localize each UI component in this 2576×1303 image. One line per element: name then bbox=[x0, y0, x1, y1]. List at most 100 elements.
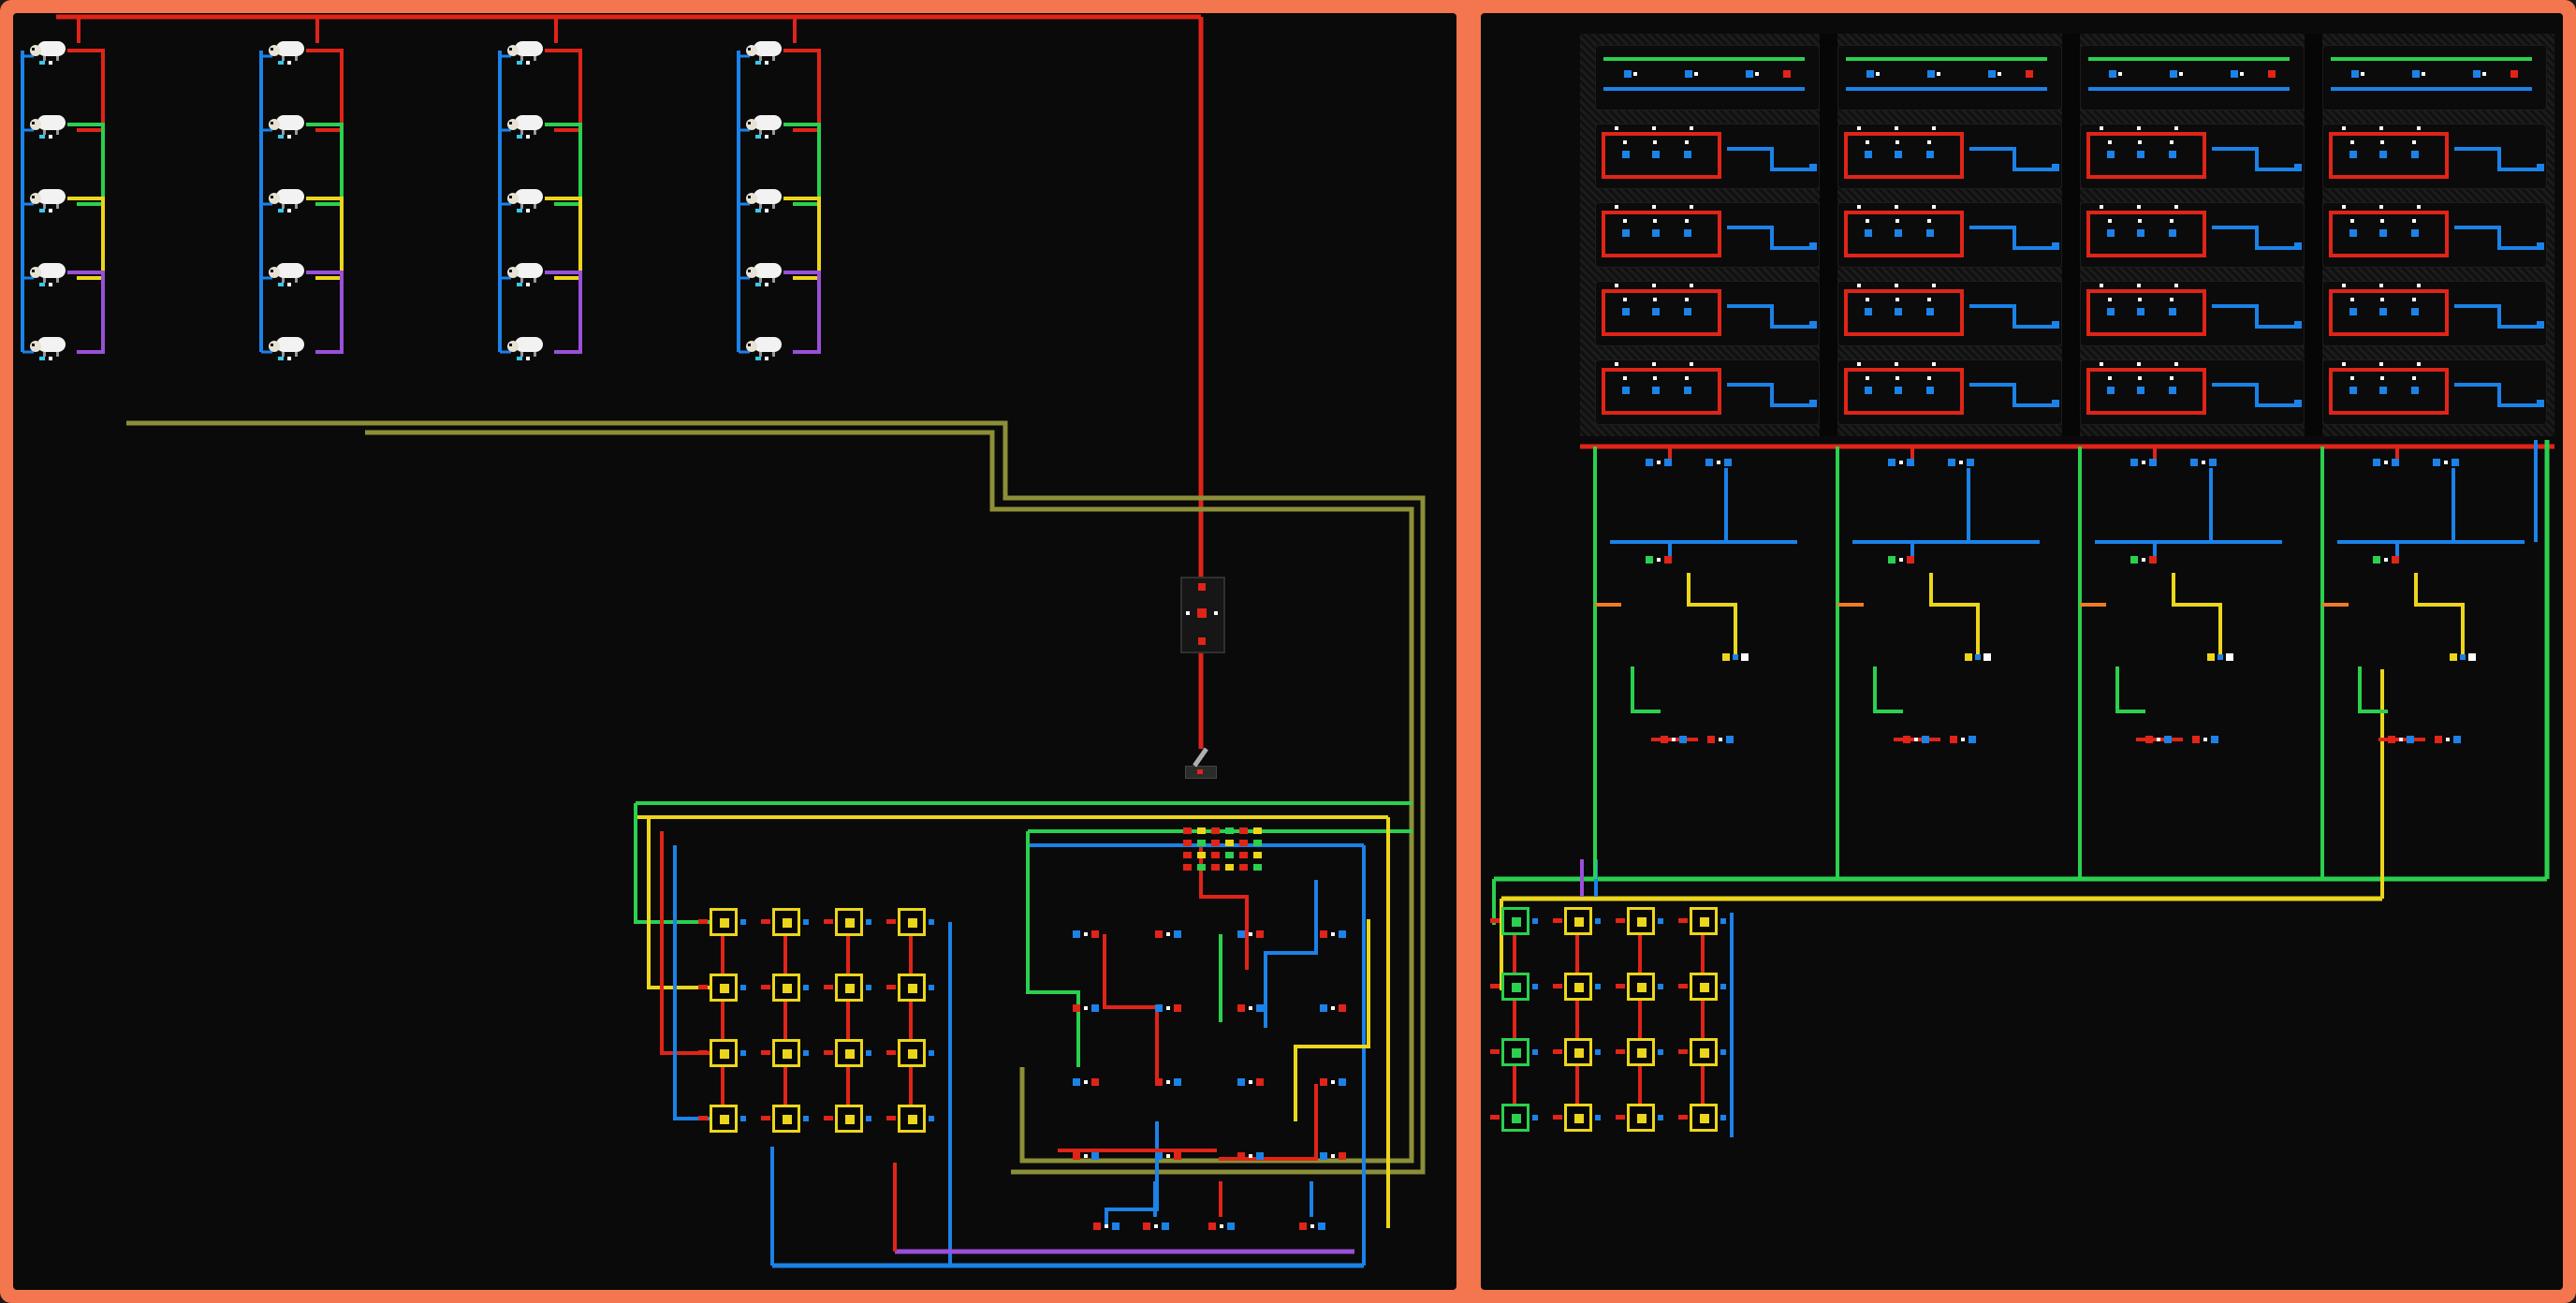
node-component-node[interactable] bbox=[2192, 732, 2220, 747]
cell-blue-trace bbox=[2012, 304, 2016, 329]
node-component-redblue[interactable] bbox=[1320, 1075, 1348, 1090]
cell-dot bbox=[2379, 284, 2383, 287]
sheep-component[interactable] bbox=[269, 335, 310, 361]
sheep-component[interactable] bbox=[269, 187, 310, 213]
node-component-redblue[interactable] bbox=[1155, 1075, 1183, 1090]
node-component-redblue[interactable] bbox=[1073, 1149, 1101, 1164]
node-component-blue[interactable] bbox=[1888, 455, 1916, 470]
sheep-head bbox=[30, 193, 41, 204]
cell-dot bbox=[2138, 140, 2142, 144]
node-component-blue[interactable] bbox=[2373, 455, 2401, 470]
circuit-module-cell[interactable] bbox=[2080, 281, 2305, 346]
circuit-module-cell[interactable] bbox=[1837, 202, 2062, 268]
sheep-component[interactable] bbox=[746, 335, 787, 361]
circuit-module-cell[interactable] bbox=[1837, 45, 2062, 110]
circuit-module-cell[interactable] bbox=[2080, 45, 2305, 110]
node-component-yellow[interactable] bbox=[1722, 650, 1750, 665]
circuit-module-cell[interactable] bbox=[2322, 202, 2547, 268]
sheep-component[interactable] bbox=[30, 261, 71, 287]
circuit-module-cell[interactable] bbox=[1595, 281, 1820, 346]
switch-component[interactable] bbox=[1180, 577, 1225, 653]
sheep-component[interactable] bbox=[746, 261, 787, 287]
node-component-redblue[interactable] bbox=[2145, 732, 2174, 747]
node-component-bluered[interactable] bbox=[1237, 927, 1266, 942]
node-component-blue[interactable] bbox=[1705, 455, 1734, 470]
circuit-module-cell[interactable] bbox=[1595, 124, 1820, 189]
circuit-module-cell[interactable] bbox=[2322, 281, 2547, 346]
node-component-redblue[interactable] bbox=[1143, 1219, 1171, 1234]
sheep-component[interactable] bbox=[507, 113, 549, 139]
node-component-bluered[interactable] bbox=[1320, 1149, 1348, 1164]
node-pip bbox=[1950, 736, 1957, 743]
circuit-module-cell[interactable] bbox=[2080, 202, 2305, 268]
sheep-component[interactable] bbox=[269, 113, 310, 139]
node-component-green[interactable] bbox=[1646, 552, 1674, 567]
circuit-module-cell[interactable] bbox=[2322, 359, 2547, 425]
sheep-component[interactable] bbox=[30, 113, 71, 139]
node-component-yellow[interactable] bbox=[2207, 650, 2235, 665]
node-component-bluered[interactable] bbox=[1073, 1075, 1101, 1090]
circuit-module-cell[interactable] bbox=[1837, 281, 2062, 346]
node-component-green[interactable] bbox=[2130, 552, 2159, 567]
node-component-bluered[interactable] bbox=[1155, 1149, 1183, 1164]
node-component-redblue[interactable] bbox=[1320, 927, 1348, 942]
node-component-redblue[interactable] bbox=[1661, 732, 1689, 747]
sheep-leg bbox=[295, 204, 298, 209]
node-component-node[interactable] bbox=[2435, 732, 2463, 747]
circuit-module-cell[interactable] bbox=[1837, 359, 2062, 425]
node-component-node[interactable] bbox=[1950, 732, 1978, 747]
sheep-component[interactable] bbox=[269, 261, 310, 287]
sheep-component[interactable] bbox=[269, 39, 310, 66]
node-component-redblue[interactable] bbox=[1073, 1001, 1101, 1016]
node-component-bluered[interactable] bbox=[1155, 1001, 1183, 1016]
sheep-component[interactable] bbox=[30, 187, 71, 213]
sheep-component[interactable] bbox=[507, 261, 549, 287]
wire-red bbox=[545, 49, 582, 132]
node-component-redblue[interactable] bbox=[1208, 1219, 1237, 1234]
circuit-module-cell[interactable] bbox=[2080, 359, 2305, 425]
node-component-redblue[interactable] bbox=[1155, 927, 1183, 942]
circuit-module-cell[interactable] bbox=[2322, 124, 2547, 189]
circuit-module-cell[interactable] bbox=[2080, 124, 2305, 189]
node-pip bbox=[2226, 653, 2233, 661]
circuit-module-cell[interactable] bbox=[1595, 202, 1820, 268]
circuit-module-cell[interactable] bbox=[1595, 359, 1820, 425]
node-component-bluered[interactable] bbox=[1073, 927, 1101, 942]
node-pip bbox=[2130, 556, 2138, 564]
node-component-redblue[interactable] bbox=[1237, 1149, 1266, 1164]
node-component-redblue[interactable] bbox=[1093, 1219, 1121, 1234]
lever-component[interactable] bbox=[1183, 747, 1217, 779]
node-component-blue[interactable] bbox=[2433, 455, 2461, 470]
node-component-green[interactable] bbox=[1888, 552, 1916, 567]
lamp bbox=[898, 908, 926, 936]
node-component-bluered[interactable] bbox=[1320, 1001, 1348, 1016]
lamp bbox=[1627, 1038, 1655, 1066]
circuit-module-cell[interactable] bbox=[1595, 45, 1820, 110]
node-component-bluered[interactable] bbox=[1237, 1075, 1266, 1090]
cell-dot bbox=[2422, 72, 2425, 76]
sheep-component[interactable] bbox=[746, 39, 787, 66]
node-component-node[interactable] bbox=[1707, 732, 1735, 747]
node-component-yellow[interactable] bbox=[2450, 650, 2478, 665]
circuit-module-cell[interactable] bbox=[2322, 45, 2547, 110]
node-component-blue[interactable] bbox=[1646, 455, 1674, 470]
node-component-redblue[interactable] bbox=[1903, 732, 1931, 747]
node-component-redblue[interactable] bbox=[1237, 1001, 1266, 1016]
sheep-component[interactable] bbox=[746, 113, 787, 139]
sheep-component[interactable] bbox=[507, 39, 549, 66]
sheep-component[interactable] bbox=[30, 39, 71, 66]
node-component-blue[interactable] bbox=[1948, 455, 1976, 470]
node-component-yellow[interactable] bbox=[1965, 650, 1993, 665]
node-component-blue[interactable] bbox=[2130, 455, 2159, 470]
node-component-green[interactable] bbox=[2373, 552, 2401, 567]
sheep-component[interactable] bbox=[30, 335, 71, 361]
circuit-module-cell[interactable] bbox=[1837, 124, 2062, 189]
sheep-component[interactable] bbox=[746, 187, 787, 213]
node-component-blue[interactable] bbox=[2190, 455, 2218, 470]
cell-dot bbox=[2174, 362, 2178, 366]
node-component-redblue[interactable] bbox=[1299, 1219, 1327, 1234]
sheep-component[interactable] bbox=[507, 335, 549, 361]
node-component-redblue[interactable] bbox=[2388, 732, 2416, 747]
sheep-component[interactable] bbox=[507, 187, 549, 213]
